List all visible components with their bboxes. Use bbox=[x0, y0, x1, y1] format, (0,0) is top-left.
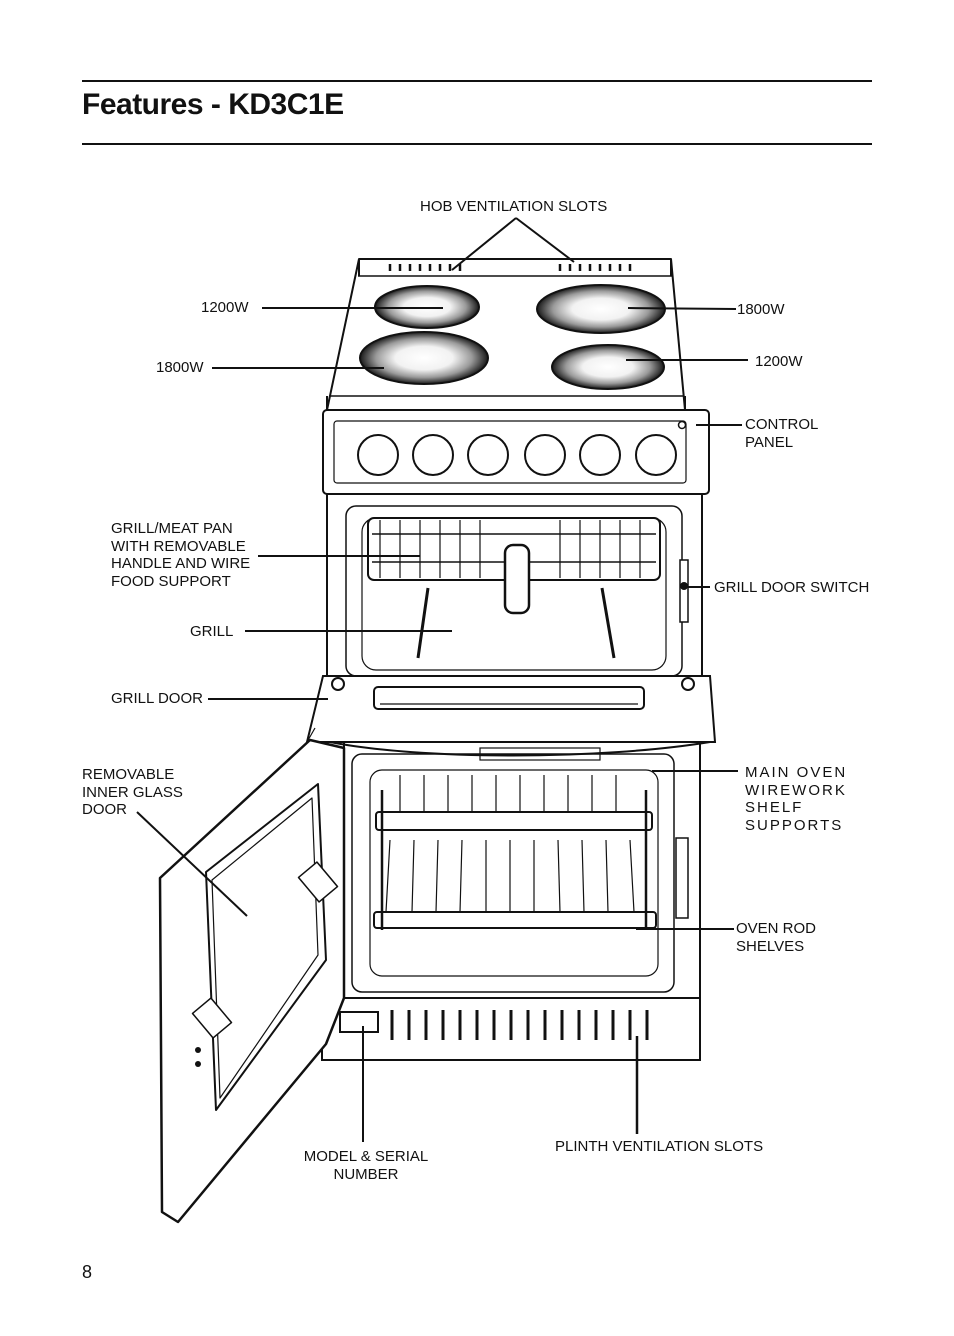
label-grill: GRILL bbox=[190, 623, 234, 640]
plinth-vent-slots bbox=[390, 1010, 649, 1040]
label-hotplate-1800w-left: 1800W bbox=[156, 359, 204, 376]
top-rule bbox=[82, 80, 872, 82]
hotplate-front-left bbox=[359, 331, 489, 385]
label-main-oven-shelf-supports: MAIN OVEN WIREWORK SHELF SUPPORTS bbox=[745, 764, 848, 834]
label-hob-ventilation-slots: HOB VENTILATION SLOTS bbox=[420, 198, 608, 215]
grill-door-handle bbox=[373, 686, 645, 710]
label-model-serial-number: MODEL & SERIAL NUMBER bbox=[303, 1148, 429, 1183]
main-oven-cavity bbox=[343, 741, 701, 999]
title-underline bbox=[82, 143, 872, 145]
page-number: 8 bbox=[82, 1262, 93, 1282]
label-hotplate-1200w-left: 1200W bbox=[201, 299, 249, 316]
page-title: Features - KD3C1E bbox=[82, 88, 344, 121]
model-serial-plate bbox=[339, 1011, 379, 1033]
label-removable-inner-glass-door: REMOVABLE INNER GLASS DOOR bbox=[82, 766, 183, 818]
hob-vent-slots bbox=[388, 264, 632, 271]
label-plinth-ventilation-slots: PLINTH VENTILATION SLOTS bbox=[555, 1138, 764, 1155]
label-grill-meat-pan: GRILL/MEAT PAN WITH REMOVABLE HANDLE AND… bbox=[111, 520, 251, 590]
rod-shelf-upper bbox=[375, 811, 653, 831]
rod-shelf-lower bbox=[373, 911, 657, 929]
leader-lines bbox=[136, 217, 748, 1142]
hotplate-front-right bbox=[551, 344, 665, 390]
hob-plates bbox=[359, 284, 666, 390]
label-grill-door: GRILL DOOR bbox=[111, 690, 203, 707]
label-control-panel: CONTROL PANEL bbox=[745, 416, 819, 451]
label-grill-door-switch: GRILL DOOR SWITCH bbox=[714, 579, 870, 596]
grill-pan-handle bbox=[503, 543, 531, 615]
label-hotplate-1200w-right: 1200W bbox=[755, 353, 803, 370]
label-oven-rod-shelves: OVEN ROD SHELVES bbox=[736, 920, 817, 955]
label-hotplate-1800w-right: 1800W bbox=[737, 301, 785, 318]
